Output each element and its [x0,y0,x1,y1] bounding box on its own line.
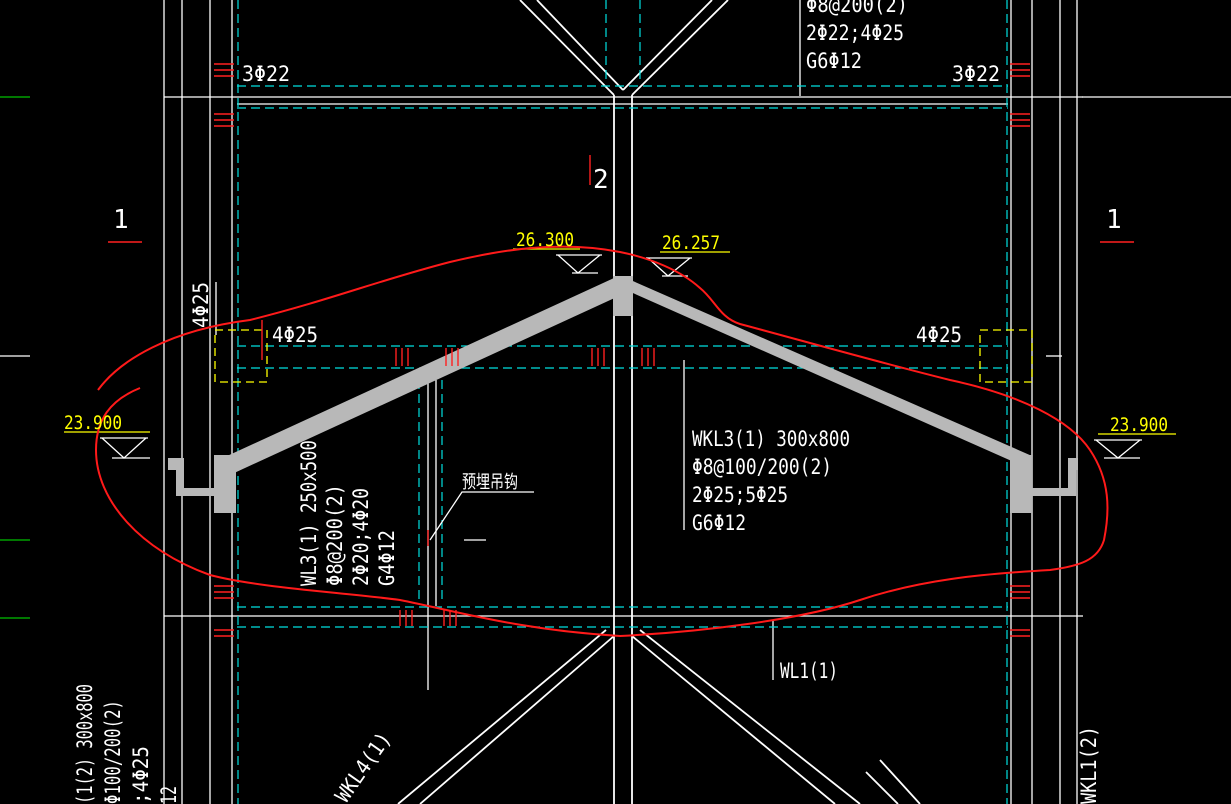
left-bottom-waist-label: 12 [157,786,181,804]
wkl3-bars-label: 2Φ25;5Φ25 [692,483,788,507]
wl3-stirrup-label: Φ8@200(2) [323,484,347,586]
wl3-bars-label: 2Φ20;4Φ20 [349,488,373,586]
embedded-hook-label: 预埋吊钩 [462,472,518,493]
roof-section [168,276,1078,513]
left-bottom-name-label: (1(2) 300x800 [73,684,97,804]
bar-3phi22-right-label: 3Φ22 [952,62,1000,86]
wkl3-waist-label: G6Φ12 [692,511,746,535]
wkl3-name-label: WKL3(1) 300x800 [692,427,850,451]
rebar-marks [108,63,1134,637]
markup-cloud [94,245,1109,638]
wl3-name-label: WL3(1) 250x500 [297,440,321,586]
wkl3-stirrup-label: Φ8@100/200(2) [692,455,832,479]
wkl4-label: WKL4(1) [330,728,396,804]
elevation-ridge-right-label: 26.257 [662,232,720,254]
elevation-ridge-left-label: 26.300 [516,229,574,251]
bar-4phi25-right-label: 4Φ25 [916,323,962,347]
elevation-eave-right-label: 23.900 [1110,414,1168,436]
wkl1-label: WKL1(2) [1077,726,1101,804]
axis-lines [237,0,1008,804]
top-waist-label: G6Φ12 [806,49,862,73]
section-2-label: 2 [593,165,609,195]
hook-leader [429,491,534,541]
section-1-right-label: 1 [1106,205,1122,235]
top-bars-label: 2Φ22;4Φ25 [806,21,904,45]
section-1-left-label: 1 [113,205,129,235]
bar-4phi25-left-label: 4Φ25 [272,323,318,347]
left-bottom-bars-label: ;4Φ25 [129,746,153,804]
beam-outlines [163,0,1083,804]
top-stirrup-label: Φ8@200(2) [806,0,908,17]
bar-4phi25-vertical-label: 4Φ25 [189,282,213,328]
wl3-waist-label: G4Φ12 [375,530,399,586]
bar-3phi22-left-label: 3Φ22 [242,62,290,86]
column-boxes [214,329,1033,383]
wl1-label: WL1(1) [780,659,838,683]
left-edge-ticks [0,96,1231,619]
elevation-eave-left-label: 23.900 [64,412,122,434]
left-bottom-stirrup-label: Φ100/200(2) [101,700,125,804]
